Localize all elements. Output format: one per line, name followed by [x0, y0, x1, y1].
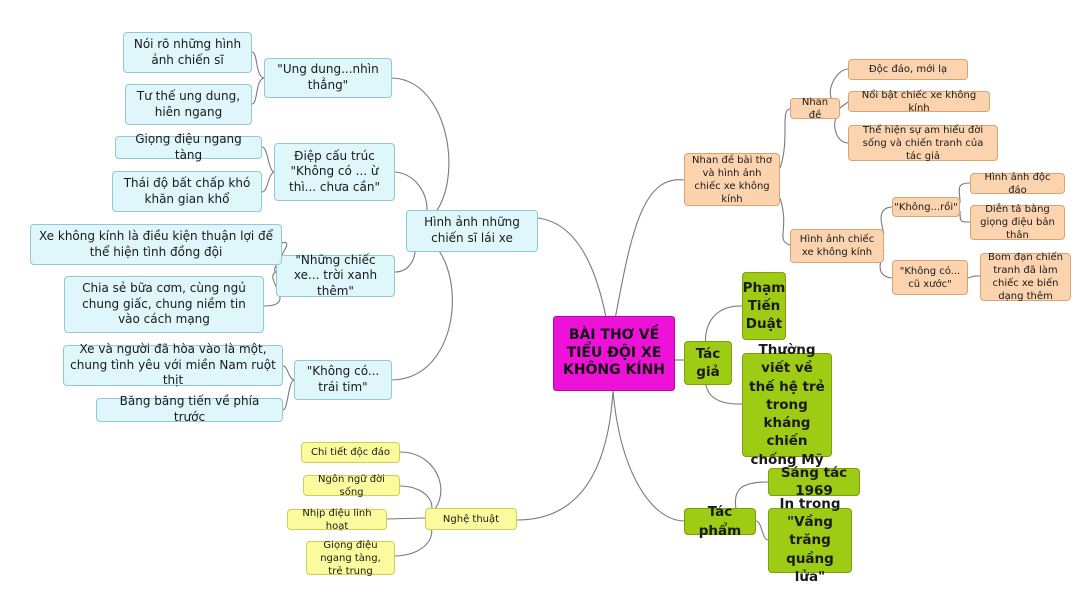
- node-hinh-anh-chiec-xe[interactable]: Hình ảnh chiếc xe không kính: [790, 229, 884, 263]
- node-khong-co-trai-tim[interactable]: "Không có... trái tim": [294, 360, 392, 400]
- node-diep-cau-truc[interactable]: Điệp cấu trúc "Không có ... ừ thì... chư…: [274, 143, 395, 201]
- node-nhan-de[interactable]: Nhan đề: [790, 97, 840, 121]
- detail-tinh-dong-doi[interactable]: Xe không kính là điều kiện thuận lợi để …: [30, 224, 282, 265]
- author-writing-theme[interactable]: Thường viết về thế hệ trẻ trong kháng ch…: [742, 342, 832, 468]
- node-ung-dung[interactable]: "Ung dung...nhìn thẳng": [264, 58, 392, 98]
- nhan-de-item-doc-dao[interactable]: Độc đáo, mới lạ: [848, 59, 968, 80]
- detail-thai-do-bat-chap[interactable]: Thái độ bất chấp khó khăn gian khổ: [112, 171, 262, 212]
- nhan-de-item-the-hien[interactable]: Thể hiện sự am hiểu đời sống và chiến tr…: [848, 125, 998, 162]
- art-item-giong-dieu[interactable]: Giọng điệu ngang tàng, trẻ trung: [306, 540, 395, 577]
- branch-soldier-images[interactable]: Hình ảnh những chiến sĩ lái xe: [406, 210, 538, 252]
- art-item-chi-tiet[interactable]: Chi tiết độc đáo: [301, 442, 400, 463]
- branch-art[interactable]: Nghệ thuật: [425, 508, 517, 530]
- root-topic[interactable]: BÀI THƠ VỀ TIỂU ĐỘI XE KHÔNG KÍNH: [553, 316, 675, 391]
- node-nhung-chiec-xe[interactable]: "Những chiếc xe... trời xanh thêm": [276, 253, 395, 298]
- detail-noi-ro-hinh-anh[interactable]: Nói rõ những hình ảnh chiến sĩ: [123, 32, 252, 73]
- work-printed-in[interactable]: In trong "Vầng trăng quầng lửa": [768, 496, 852, 585]
- node-khong-roi[interactable]: "Không...rồi": [892, 197, 960, 217]
- node-khong-co-xuoc[interactable]: "Không có... cũ xước": [892, 260, 968, 295]
- khong-roi-dien-ta[interactable]: Diễn tả bằng giọng điệu bản thân: [970, 204, 1065, 241]
- detail-xe-va-nguoi[interactable]: Xe và người đã hòa vào là một, chung tìn…: [63, 342, 283, 387]
- branch-author[interactable]: Tác giả: [684, 341, 732, 385]
- branch-title-and-images[interactable]: Nhan đề bài thơ và hình ảnh chiếc xe khô…: [684, 153, 780, 206]
- detail-bang-bang-tien[interactable]: Băng băng tiến về phía trước: [96, 394, 283, 424]
- work-composed-year[interactable]: Sáng tác 1969: [768, 465, 860, 499]
- branch-work[interactable]: Tác phẩm: [684, 504, 756, 539]
- nhan-de-item-noi-bat[interactable]: Nổi bật chiếc xe không kính: [848, 90, 990, 114]
- art-item-ngon-ngu[interactable]: Ngôn ngữ đời sống: [303, 474, 400, 498]
- author-name[interactable]: Phạm Tiến Duật: [742, 272, 786, 340]
- detail-chia-se-bua-com[interactable]: Chia sẻ bữa cơm, cùng ngủ chung giấc, ch…: [64, 276, 264, 333]
- detail-tu-the[interactable]: Tư thế ung dung, hiên ngang: [125, 84, 252, 125]
- khong-roi-hinh-anh-doc-dao[interactable]: Hình ảnh độc đáo: [970, 172, 1065, 196]
- art-item-nhip-dieu[interactable]: Nhịp điệu linh hoạt: [287, 508, 387, 532]
- khong-co-xuoc-bom-dan[interactable]: Bom đạn chiến tranh đã làm chiếc xe biến…: [980, 252, 1071, 302]
- detail-giong-dieu-ngang-tang[interactable]: Giọng điệu ngang tàng: [115, 132, 262, 162]
